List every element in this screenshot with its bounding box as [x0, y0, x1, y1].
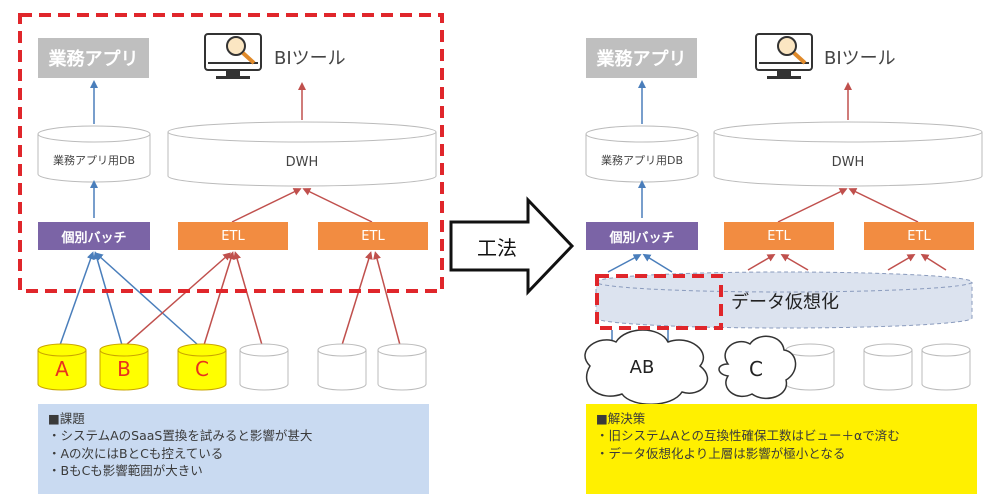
impact-area-frame-right — [595, 274, 723, 330]
solution-line: ・旧システムAとの互換性確保工数はビュー＋αで済む — [596, 428, 900, 444]
app-db-cylinder — [37, 125, 151, 183]
etl-box-right-2: ETL — [864, 222, 974, 250]
etl-box-2: ETL — [318, 222, 428, 250]
problem-line: ・BもCも影響範囲が大きい — [48, 462, 203, 478]
app-box: 業務アプリ — [38, 38, 149, 78]
source-cylinder-a — [37, 343, 87, 391]
source-cylinder-e — [317, 343, 367, 391]
app-db-label: 業務アプリ用DB — [52, 154, 136, 167]
app-db-cylinder-right — [585, 125, 699, 183]
data-virtualization-label: データ仮想化 — [731, 292, 839, 313]
problem-line: ・システムAのSaaS置換を試みると影響が甚大 — [48, 428, 313, 444]
dwh-cylinder — [167, 121, 437, 187]
etl-box-right-1: ETL — [724, 222, 834, 250]
solution-title: ■解決策 — [596, 411, 646, 426]
right-arrow-icon — [449, 196, 575, 296]
source-cylinder-right-d — [785, 343, 835, 391]
bi-monitor-magnifier-icon-right — [755, 33, 813, 79]
solution-line: ・データ仮想化より上層は影響が極小となる — [596, 445, 846, 461]
right-arrows — [607, 80, 947, 345]
source-a-label: A — [55, 357, 69, 381]
batch-box: 個別バッチ — [38, 222, 150, 250]
impact-area-frame — [18, 13, 444, 293]
bi-tool-label: BIツール — [274, 48, 346, 69]
bi-monitor-magnifier-icon — [204, 33, 262, 79]
source-b-label: B — [117, 357, 131, 381]
source-cylinder-right-f — [921, 343, 971, 391]
dwh-label-right: DWH — [831, 154, 865, 170]
problem-title: ■課題 — [48, 411, 85, 426]
source-cylinder-right-e — [863, 343, 913, 391]
source-cylinder-c — [177, 343, 227, 391]
app-box-right: 業務アプリ — [586, 38, 697, 78]
batch-box-right: 個別バッチ — [586, 222, 698, 250]
bi-tool-label-right: BIツール — [824, 48, 896, 69]
cloud-icon — [584, 329, 709, 405]
cloud-icon-c — [718, 335, 797, 400]
problem-line: ・Aの次にはBとCも控えている — [48, 445, 224, 461]
source-cylinder-d — [239, 343, 289, 391]
app-db-label-right: 業務アプリ用DB — [600, 154, 684, 167]
dwh-cylinder-right — [713, 121, 983, 187]
cloud-ab-label: AB — [629, 356, 655, 378]
method-label: 工法 — [477, 235, 517, 260]
dwh-label: DWH — [285, 154, 319, 170]
solution-note: ■解決策 ・旧システムAとの互換性確保工数はビュー＋αで済む ・データ仮想化より… — [586, 404, 977, 494]
data-virtualization-layer — [595, 271, 973, 329]
source-c-label: C — [195, 357, 209, 381]
cloud-c-label: C — [749, 357, 763, 381]
source-cylinder-f — [377, 343, 427, 391]
source-cylinder-b — [99, 343, 149, 391]
etl-box-1: ETL — [178, 222, 288, 250]
left-arrows — [59, 80, 401, 346]
problem-note: ■課題 ・システムAのSaaS置換を試みると影響が甚大 ・Aの次にはBとCも控え… — [38, 404, 429, 494]
